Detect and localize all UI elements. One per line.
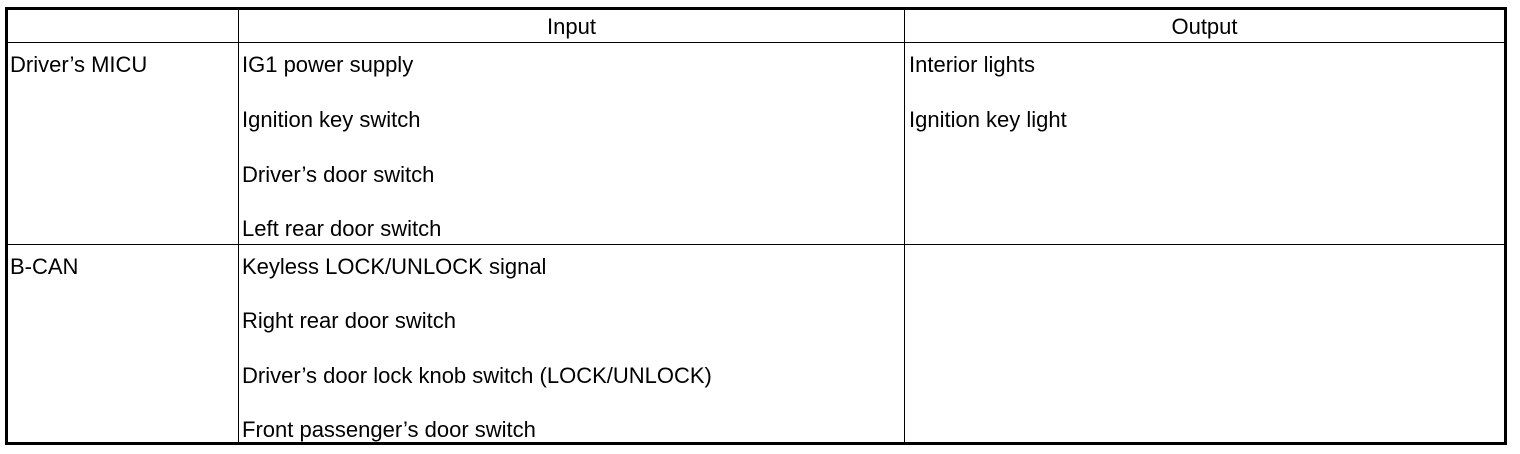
row-label-b-can: B-CAN — [10, 254, 79, 279]
header-blank — [8, 10, 238, 44]
column-divider-1 — [238, 10, 239, 442]
header-input: Input — [547, 14, 596, 39]
input-item: Keyless LOCK/UNLOCK signal — [242, 254, 547, 279]
output-item: Interior lights — [909, 52, 1035, 77]
input-item: Right rear door switch — [242, 308, 456, 333]
row-label-drivers-micu: Driver’s MICU — [10, 52, 148, 77]
header-output: Output — [1171, 14, 1238, 39]
column-divider-2 — [904, 10, 905, 442]
output-item: Ignition key light — [909, 107, 1067, 132]
input-item: Ignition key switch — [242, 107, 421, 132]
io-table: Input Output Driver’s MICU IG1 power sup… — [5, 7, 1507, 445]
row-divider — [8, 244, 1504, 245]
header-divider — [8, 42, 1504, 43]
input-item: Driver’s door lock knob switch (LOCK/UNL… — [242, 363, 712, 388]
input-item: Driver’s door switch — [242, 162, 435, 187]
input-item: IG1 power supply — [242, 52, 414, 77]
input-item: Left rear door switch — [242, 216, 442, 241]
input-item: Front passenger’s door switch — [242, 417, 536, 442]
